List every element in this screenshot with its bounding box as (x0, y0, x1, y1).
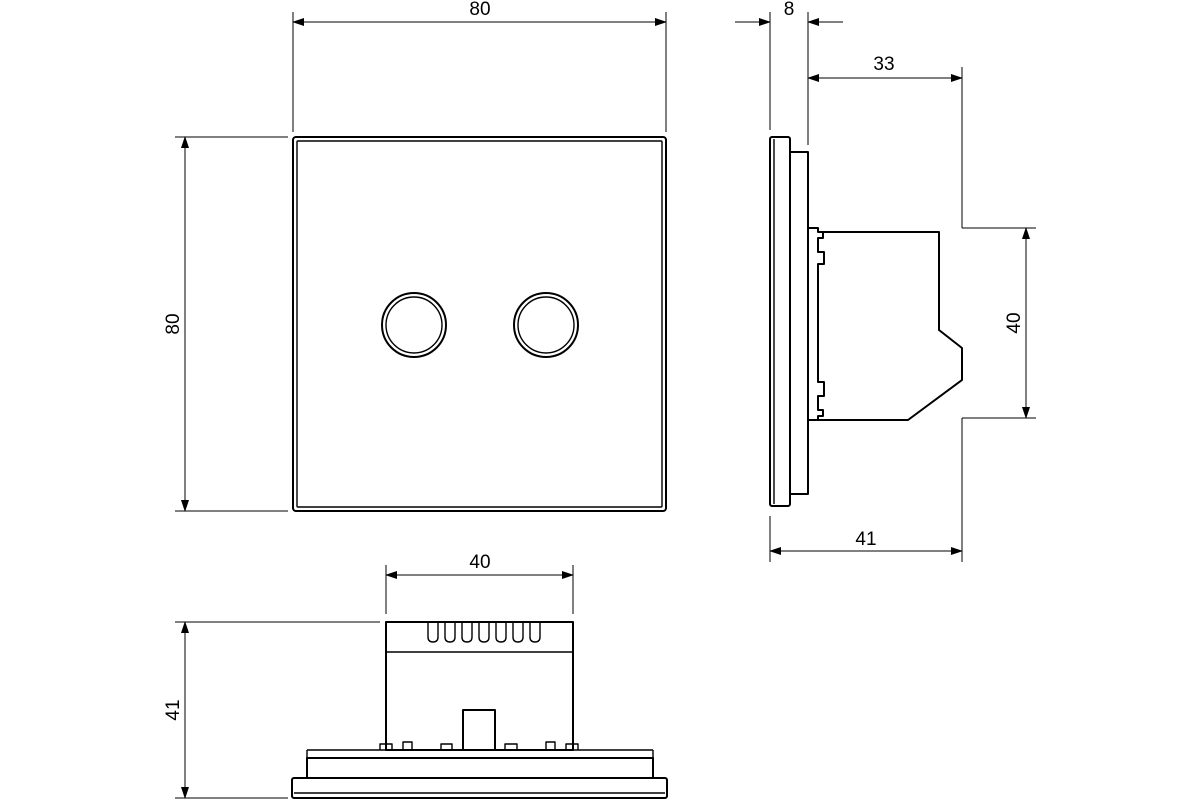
bottom-body (385, 621, 574, 751)
label-side-plate: 8 (784, 0, 795, 20)
front-view (292, 136, 667, 512)
dimension-front-height: 80 (163, 136, 288, 512)
touch-button-left (381, 292, 447, 358)
bottom-clips (379, 741, 579, 750)
side-body (808, 227, 825, 421)
touch-button-right (513, 292, 579, 358)
dimension-front-width: 80 (292, 0, 667, 132)
label-side-body: 33 (873, 54, 894, 75)
dimension-side-height: 40 (961, 227, 1036, 562)
dimension-bottom-width: 40 (385, 552, 574, 614)
bottom-frame (306, 757, 654, 779)
label-side-height: 40 (1004, 312, 1025, 333)
dimension-side-body: 33 (807, 54, 963, 228)
label-bottom-total: 41 (163, 699, 184, 720)
bottom-view (291, 621, 668, 799)
dimension-side-total: 41 (769, 516, 963, 562)
bottom-plate (291, 777, 668, 799)
side-view (769, 136, 963, 507)
dimension-bottom-total: 41 (163, 621, 380, 799)
touch-button-left-inner (385, 296, 443, 354)
bottom-connector (462, 709, 496, 751)
label-bottom-width: 40 (469, 552, 490, 573)
label-side-total: 41 (855, 529, 876, 550)
touch-button-right-inner (517, 296, 575, 354)
side-plate (769, 136, 791, 507)
front-plate-outline (292, 136, 667, 512)
side-frame (789, 151, 809, 495)
dimension-side-plate: 8 (735, 0, 843, 145)
label-front-height: 80 (163, 313, 184, 334)
terminal-slots (427, 622, 541, 643)
front-plate-inner-edge (296, 140, 663, 508)
label-front-width: 80 (469, 0, 490, 20)
